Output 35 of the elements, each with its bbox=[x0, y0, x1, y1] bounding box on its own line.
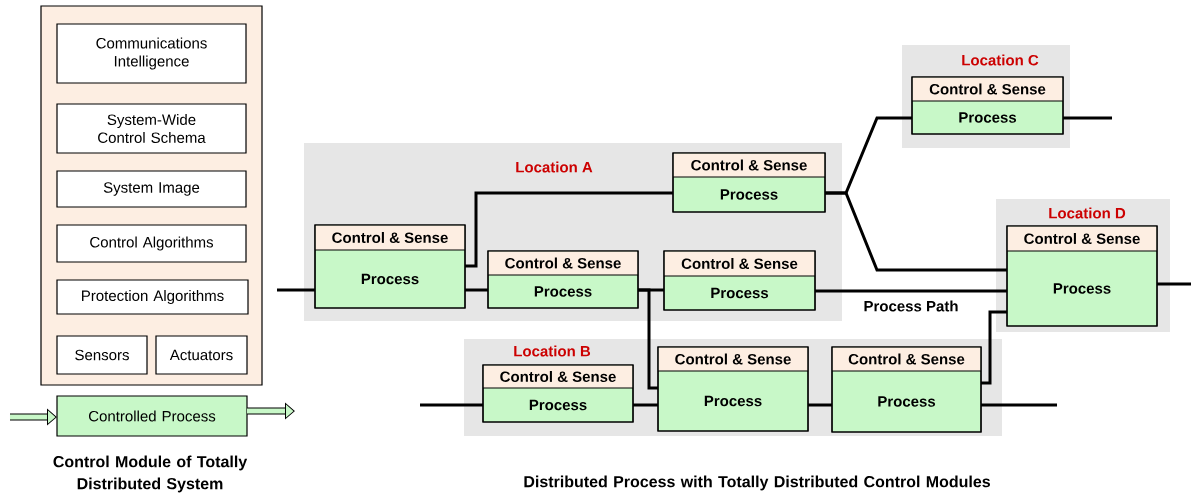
component-box: Communications Intelligence bbox=[56, 23, 247, 84]
component-box: Control Algorithms bbox=[56, 224, 247, 263]
process-line bbox=[465, 288, 488, 292]
process-module: Control & Sense Process bbox=[911, 76, 1064, 135]
process-module: Control & Sense Process bbox=[831, 346, 982, 433]
caption: Control Module of Totally Distributed System bbox=[53, 455, 248, 493]
process-line bbox=[981, 403, 1057, 407]
process-module: Control & Sense Process bbox=[487, 250, 639, 309]
flow-arrow bbox=[10, 409, 57, 425]
component-box: Sensors bbox=[56, 335, 148, 375]
process-line bbox=[420, 403, 483, 407]
process-line bbox=[1157, 282, 1191, 286]
process-module: Control & Sense Process bbox=[672, 152, 826, 213]
process-module: Control & Sense Process bbox=[1006, 225, 1158, 327]
edge-label: Process Path bbox=[862, 299, 960, 313]
process-line bbox=[633, 403, 658, 407]
process-line bbox=[825, 191, 1007, 272]
process-line bbox=[1063, 116, 1112, 120]
process-module: Control & Sense Process bbox=[314, 224, 466, 309]
process-line bbox=[981, 310, 1007, 385]
process-line bbox=[808, 403, 832, 407]
process-line bbox=[638, 288, 658, 390]
component-box: Protection Algorithms bbox=[56, 279, 249, 315]
flow-arrow bbox=[247, 403, 295, 419]
caption: Distributed Process with Totally Distributed Control Modules bbox=[524, 475, 990, 491]
process-line bbox=[465, 191, 673, 268]
component-box: System-Wide Control Schema bbox=[56, 103, 247, 154]
process-box: Controlled Process bbox=[56, 395, 248, 437]
process-module: Control & Sense Process bbox=[663, 250, 816, 311]
process-line bbox=[815, 289, 1007, 293]
process-line bbox=[277, 288, 315, 292]
component-box: System Image bbox=[56, 170, 247, 208]
process-module: Control & Sense Process bbox=[657, 346, 809, 432]
process-module: Control & Sense Process bbox=[482, 364, 634, 423]
component-box: Actuators bbox=[155, 335, 248, 375]
